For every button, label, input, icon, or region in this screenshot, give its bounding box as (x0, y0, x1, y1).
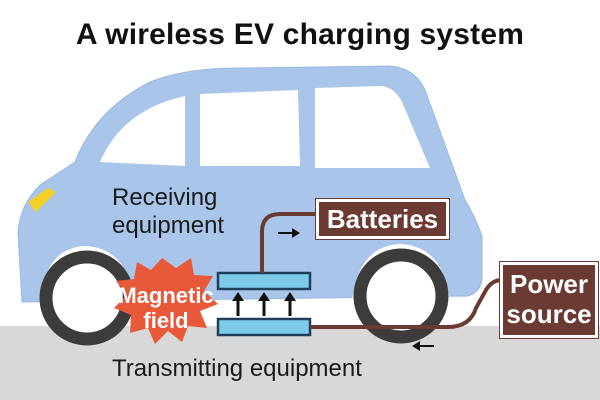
car-window-front (100, 96, 185, 166)
field-arrows (232, 292, 296, 316)
cable-from-power-source (310, 278, 503, 329)
batteries-box: Batteries (316, 199, 449, 239)
receiving-coil (216, 271, 312, 291)
rear-tire (353, 248, 449, 344)
power-source-line-1: Power (509, 269, 589, 299)
receiving-label-line-2: equipment (112, 212, 225, 239)
cable-to-batteries (260, 212, 318, 273)
magnetic-field-label: Magnetic field (110, 283, 222, 333)
arrow-from-power-source (412, 341, 434, 351)
car-window-middle (200, 90, 300, 166)
transmitting-coil (216, 317, 312, 337)
magnetic-label-line-2: field (143, 308, 189, 333)
receiving-label-line-1: Receiving (112, 184, 218, 211)
magnetic-field-starburst (114, 258, 218, 344)
receiving-equipment-label: Receiving equipment (112, 184, 224, 240)
car-window-rear (315, 86, 430, 168)
transmitting-equipment-label: Transmitting equipment (112, 355, 362, 382)
power-source-line-2: source (506, 299, 592, 329)
arrow-to-batteries (278, 228, 300, 238)
diagram-title: A wireless EV charging system (75, 18, 525, 51)
power-source-box: Power source (500, 262, 598, 338)
magnetic-label-line-1: Magnetic (118, 283, 214, 308)
headlight (28, 188, 56, 212)
